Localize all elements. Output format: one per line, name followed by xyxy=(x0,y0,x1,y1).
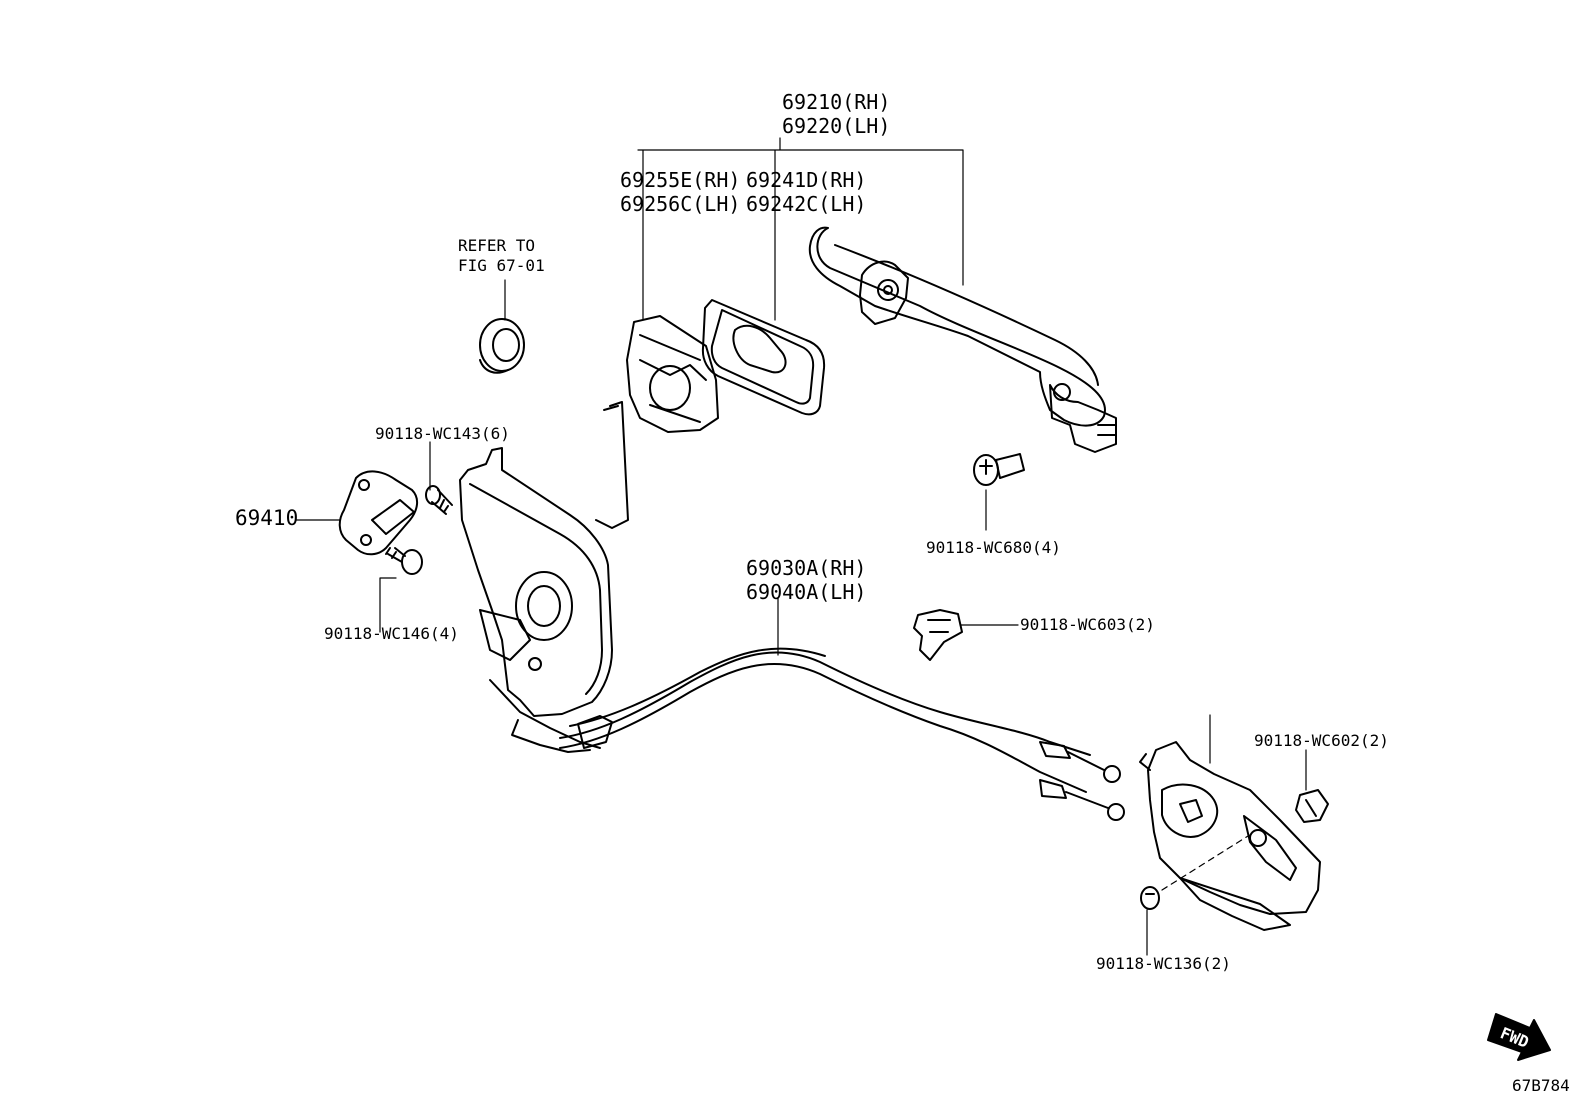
label-cable-assembly: 69030A(RH) 69040A(LH) xyxy=(746,556,867,604)
outside-handle xyxy=(808,226,1117,453)
label-clip-wc603: 90118-WC603(2) xyxy=(1020,615,1155,634)
fwd-arrow-icon xyxy=(1487,1013,1551,1061)
leader-lines xyxy=(295,137,1307,956)
bolt-wc680 xyxy=(973,453,1025,486)
clip-wc602 xyxy=(1295,789,1329,823)
screw-wc146 xyxy=(385,547,423,575)
label-handle-assy: 69210(RH) 69220(LH) xyxy=(782,90,891,138)
label-screw-wc146: 90118-WC146(4) xyxy=(324,624,459,643)
inside-handle xyxy=(1139,741,1321,931)
cable-assembly xyxy=(559,647,1125,821)
figure-code: 67B784 xyxy=(1512,1076,1570,1095)
door-lock-assembly xyxy=(459,401,629,753)
label-refer-fig: REFER TO FIG 67-01 xyxy=(458,236,545,275)
label-clip-wc602: 90118-WC602(2) xyxy=(1254,731,1389,750)
handle-gasket xyxy=(701,299,826,416)
door-striker xyxy=(338,470,418,556)
label-striker: 69410 xyxy=(235,506,299,530)
clip-wc603 xyxy=(913,609,963,661)
label-handle-pad: 69255E(RH) 69256C(LH) xyxy=(620,168,741,216)
label-screw-wc136: 90118-WC136(2) xyxy=(1096,954,1231,973)
label-handle-gasket: 69241D(RH) 69242C(LH) xyxy=(746,168,867,216)
screw-wc136 xyxy=(1140,886,1160,910)
label-screw-wc143: 90118-WC143(6) xyxy=(375,424,510,443)
screw-wc143 xyxy=(425,485,453,515)
label-bolt-wc680: 90118-WC680(4) xyxy=(926,538,1061,557)
handle-pad xyxy=(626,315,719,433)
grommet xyxy=(479,318,525,374)
